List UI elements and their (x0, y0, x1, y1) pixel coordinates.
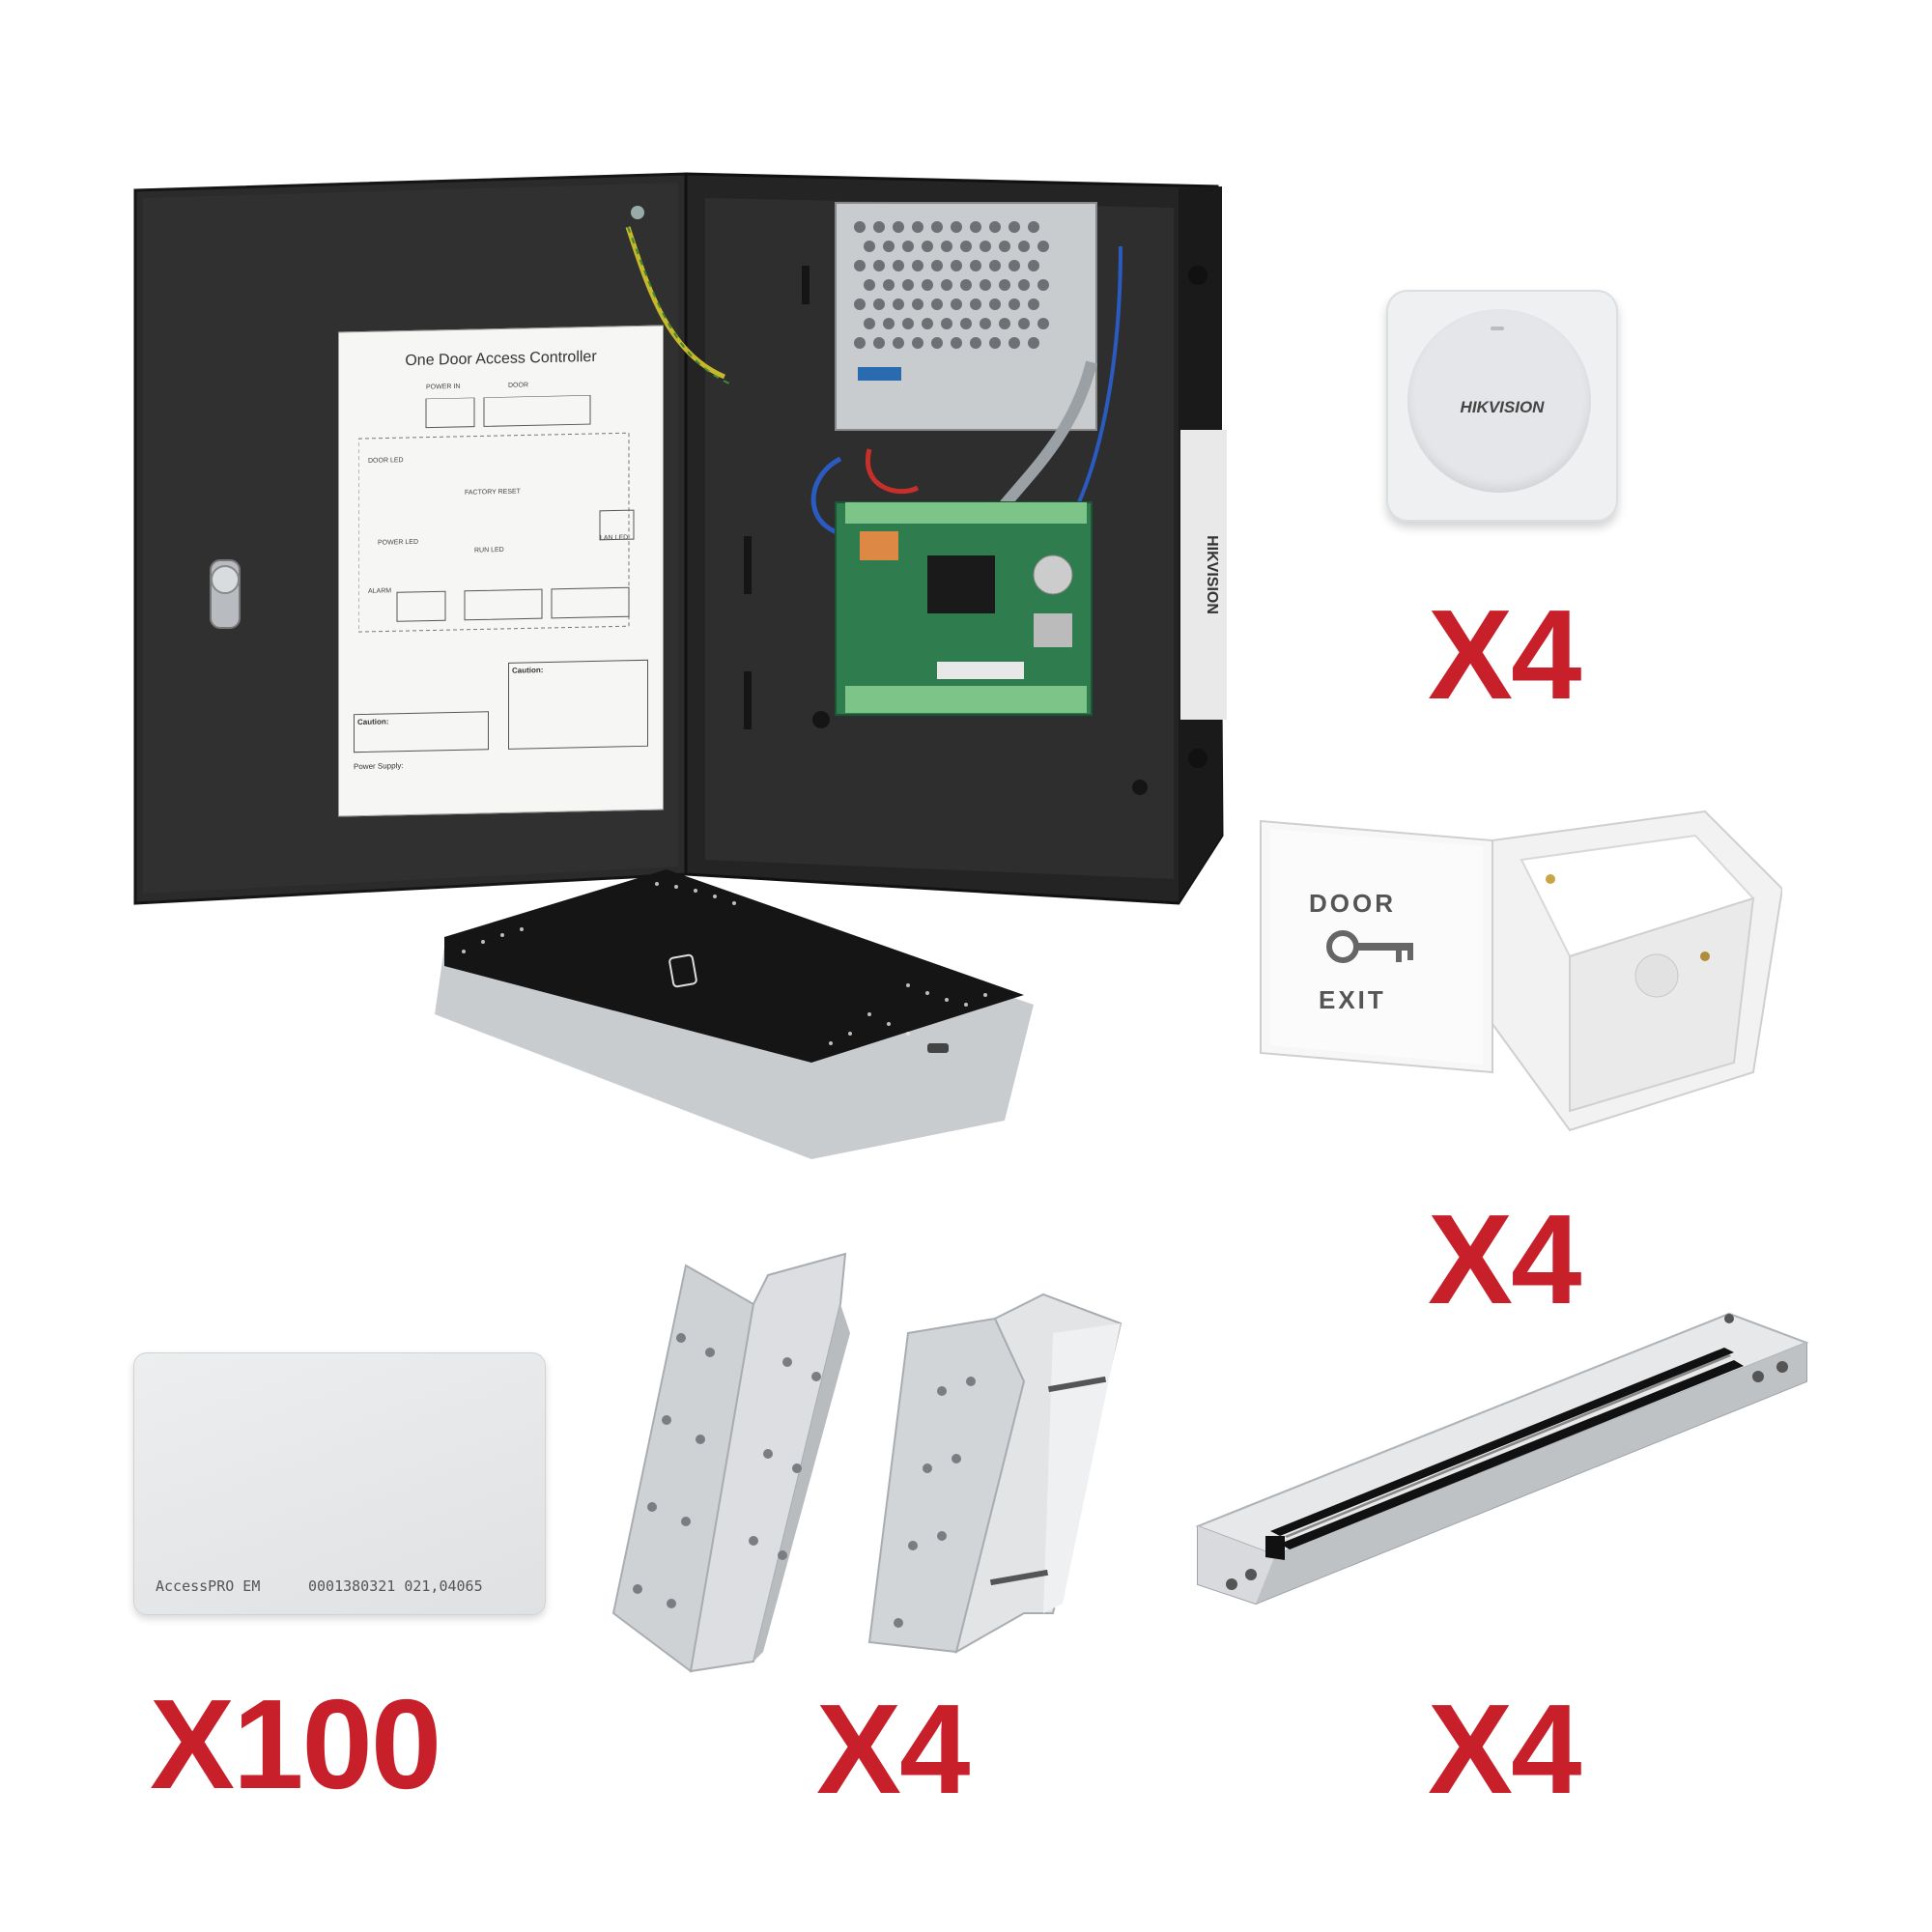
exit-button-label-door: DOOR (1309, 889, 1396, 918)
zl-bracket-product (609, 1246, 1130, 1681)
card-reader-quantity: X4 (1428, 583, 1581, 725)
card-reader-product: HIKVISION (1386, 290, 1618, 522)
card-reader-brand: HIKVISION (1460, 398, 1545, 416)
card-reader-led (1491, 327, 1504, 330)
diagram-title: One Door Access Controller (405, 348, 597, 370)
wiring-diagram-sheet: One Door Access Controller POWER IN DOOR… (338, 325, 664, 817)
magnetic-lock-quantity: X4 (1428, 1678, 1581, 1820)
cabinet-side-brand: HIKVISION (1204, 535, 1220, 614)
exit-button-label-exit: EXIT (1319, 985, 1386, 1014)
usb-card-reader (425, 869, 1043, 1159)
label-door: DOOR (508, 382, 528, 389)
exit-button-quantity: X4 (1428, 1188, 1581, 1330)
diagram-lines (358, 394, 635, 633)
caution-label-1: Caution: (357, 717, 389, 727)
caution-label-2: Caution: (512, 666, 544, 675)
exit-button-product: DOOR EXIT (1251, 802, 1784, 1140)
exit-button-illustration (1260, 810, 1784, 1132)
usb-reader-illustration (435, 869, 1034, 1159)
card-reader-disc (1407, 309, 1591, 493)
caution-box-2: Caution: (508, 659, 648, 750)
cabinet-illustration: HIKVISION (133, 172, 1227, 905)
magnetic-lock-illustration (1195, 1312, 1809, 1605)
proximity-card-brand: AccessPRO EM (156, 1577, 261, 1595)
access-controller-cabinet: HIKVISION One Door Access Controller POW… (126, 169, 1256, 923)
proximity-card-quantity: X100 (150, 1673, 441, 1815)
label-power-in: POWER IN (426, 383, 461, 391)
zl-bracket-illustration (611, 1252, 1122, 1673)
proximity-card: AccessPRO EM 0001380321 021,04065 (133, 1352, 546, 1615)
key-icon (1326, 930, 1413, 963)
caution-box-1: Caution: (354, 711, 489, 753)
zl-bracket-quantity: X4 (816, 1678, 970, 1820)
magnetic-lock-product (1188, 1294, 1816, 1613)
proximity-card-serial: 0001380321 021,04065 (308, 1577, 483, 1595)
power-supply-note: Power Supply: (354, 761, 404, 772)
